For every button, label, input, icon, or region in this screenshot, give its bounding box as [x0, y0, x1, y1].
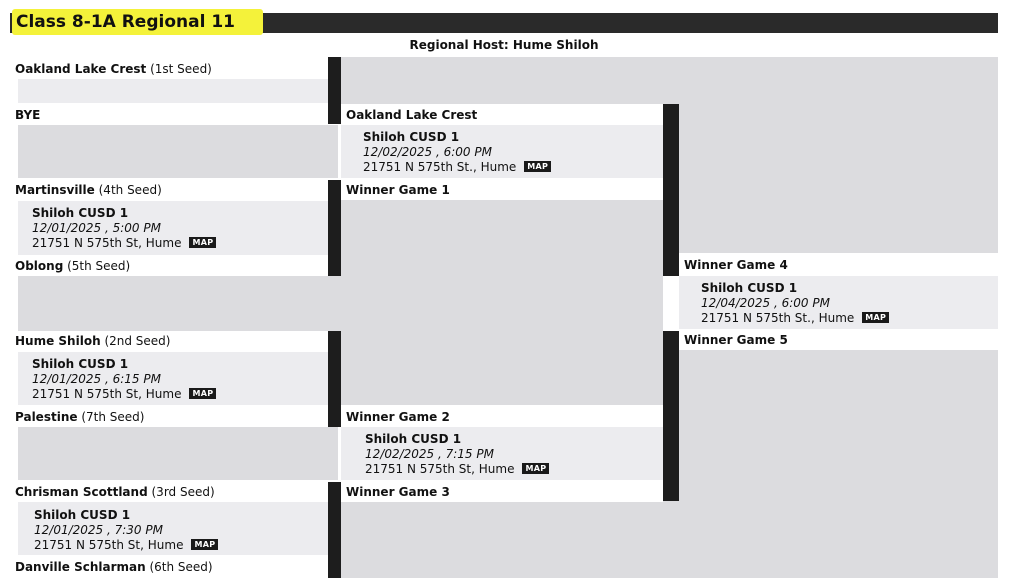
team-name: Oakland Lake Crest	[15, 62, 147, 76]
team-row: Hume Shiloh (2nd Seed)	[10, 332, 310, 351]
round3-slot: Winner Game 4	[679, 256, 998, 275]
map-button[interactable]: MAP	[522, 463, 550, 474]
map-button[interactable]: MAP	[191, 539, 219, 550]
game-location: Shiloh CUSD 1	[32, 206, 129, 220]
team-seed: (1st Seed)	[150, 62, 212, 76]
team-row: Palestine (7th Seed)	[10, 408, 328, 427]
round2-slot: Oakland Lake Crest	[341, 106, 663, 125]
game-datetime: 12/02/2025 , 6:00 PM	[363, 145, 492, 159]
bracket-connector	[663, 104, 679, 276]
team-row: BYE	[10, 106, 328, 125]
bracket-connector	[328, 180, 341, 276]
bg-round3-top	[679, 104, 998, 253]
team-seed: (2nd Seed)	[104, 334, 171, 348]
round1-game-box	[18, 79, 328, 103]
bracket-connector	[663, 331, 679, 501]
page-title: Class 8-1A Regional 11	[12, 9, 263, 35]
game-location: Shiloh CUSD 1	[34, 508, 131, 522]
bracket-connector	[328, 331, 341, 427]
game-datetime: 12/01/2025 , 5:00 PM	[32, 221, 161, 235]
game-datetime: 12/01/2025 , 7:30 PM	[34, 523, 163, 537]
bg-palestine-row	[18, 427, 338, 480]
team-name: Oblong	[15, 259, 64, 273]
game-datetime: 12/02/2025 , 7:15 PM	[365, 447, 494, 461]
team-row: Chrisman Scottland (3rd Seed)	[10, 483, 328, 502]
map-button[interactable]: MAP	[189, 388, 217, 399]
team-name: Palestine	[15, 410, 78, 424]
bg-center-lower	[341, 331, 663, 405]
round2-slot: Winner Game 1	[341, 181, 663, 200]
regional-host: Regional Host: Hume Shiloh	[409, 38, 599, 52]
team-name: Danville Schlarman	[15, 560, 146, 574]
bg-mid-band	[18, 276, 663, 331]
map-button[interactable]: MAP	[189, 237, 217, 248]
game-location: Shiloh CUSD 1	[32, 357, 129, 371]
game-info: Shiloh CUSD 1 12/04/2025 , 6:00 PM 21751…	[685, 275, 985, 330]
team-name: Martinsville	[15, 183, 95, 197]
round2-slot: Winner Game 3	[341, 483, 663, 502]
bg-bottom-center	[341, 501, 679, 578]
team-seed: (7th Seed)	[81, 410, 145, 424]
game-info: Shiloh CUSD 1 12/01/2025 , 6:15 PM 21751…	[16, 351, 316, 406]
team-row: Oblong (5th Seed)	[10, 257, 328, 276]
game-info: Shiloh CUSD 1 12/01/2025 , 7:30 PM 21751…	[18, 502, 318, 557]
game-datetime: 12/04/2025 , 6:00 PM	[701, 296, 830, 310]
bg-bye-row	[18, 125, 338, 178]
team-seed: (6th Seed)	[149, 560, 213, 574]
team-name: BYE	[15, 108, 41, 122]
round1-game-box	[18, 201, 328, 255]
map-button[interactable]: MAP	[524, 161, 552, 172]
game-location: Shiloh CUSD 1	[365, 432, 462, 446]
round3-game-box	[679, 276, 998, 329]
team-row: Oakland Lake Crest (1st Seed)	[10, 60, 328, 79]
round2-slot: Winner Game 2	[341, 408, 663, 427]
team-row: Danville Schlarman (6th Seed)	[10, 558, 328, 577]
team-name: Chrisman Scottland	[15, 485, 148, 499]
map-button[interactable]: MAP	[862, 312, 890, 323]
game-info: Shiloh CUSD 1 12/02/2025 , 7:15 PM 21751…	[349, 426, 649, 481]
round2-game-box	[341, 427, 663, 480]
game-datetime: 12/01/2025 , 6:15 PM	[32, 372, 161, 386]
team-seed: (4th Seed)	[98, 183, 162, 197]
game-location: Shiloh CUSD 1	[363, 130, 460, 144]
team-row: Martinsville (4th Seed)	[10, 181, 328, 200]
team-seed: (3rd Seed)	[151, 485, 215, 499]
round2-game-box	[341, 125, 663, 178]
bracket-connector	[328, 57, 341, 124]
bg-round2-top	[341, 57, 998, 104]
game-location: Shiloh CUSD 1	[701, 281, 798, 295]
bracket-connector	[328, 482, 341, 578]
round1-game-box	[18, 502, 328, 555]
round1-game-box	[18, 352, 328, 405]
round3-slot: Winner Game 5	[679, 331, 998, 350]
team-seed: (5th Seed)	[67, 259, 131, 273]
bg-round3-bottom	[679, 350, 998, 578]
game-info: Shiloh CUSD 1 12/02/2025 , 6:00 PM 21751…	[347, 124, 647, 179]
team-name: Hume Shiloh	[15, 334, 101, 348]
game-info: Shiloh CUSD 1 12/01/2025 , 5:00 PM 21751…	[16, 200, 316, 255]
